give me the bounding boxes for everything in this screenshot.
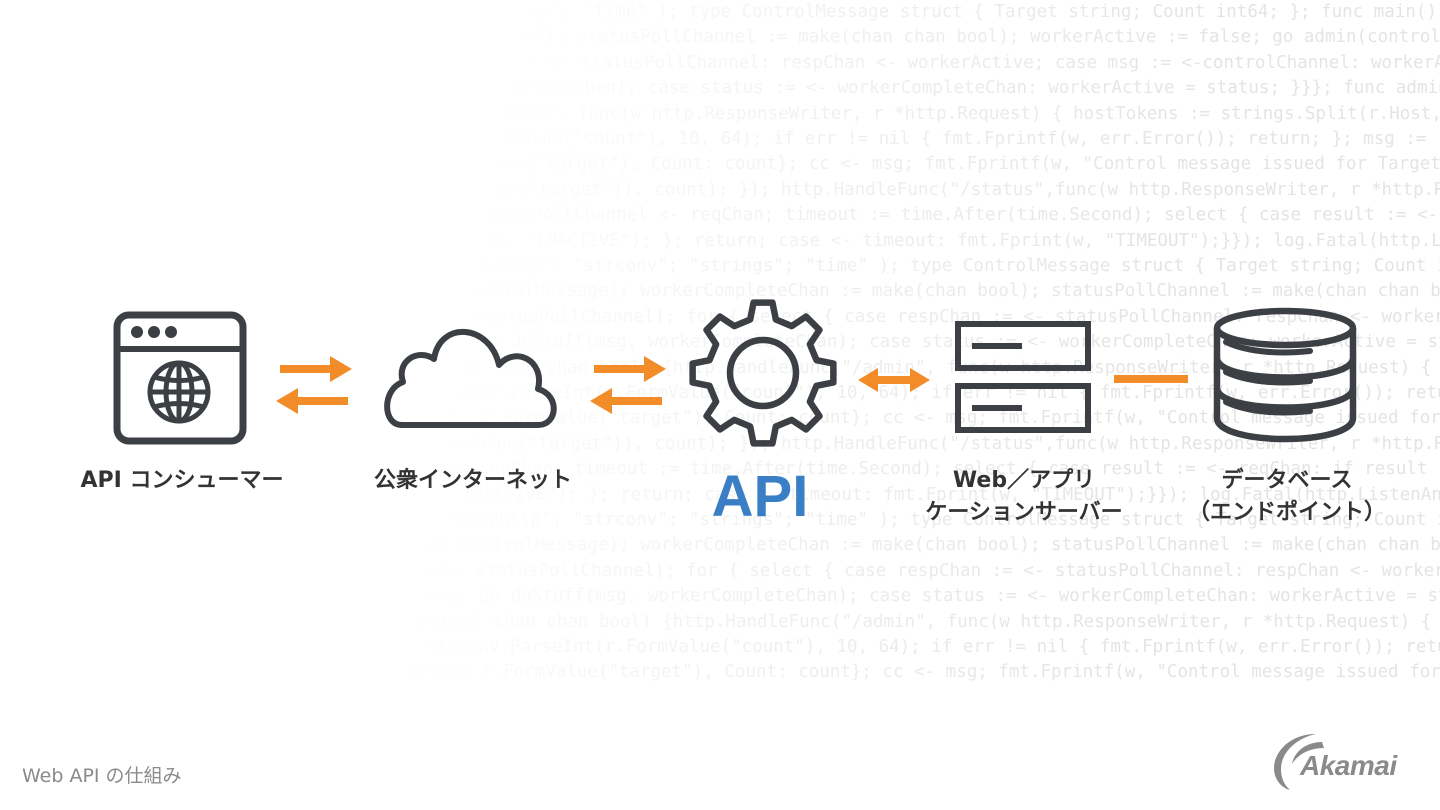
akamai-logo: Akamai: [1272, 730, 1422, 792]
code-line: count, err := strconv.ParseInt(r.FormVal…: [120, 129, 1427, 149]
label-web-app-server: Web／アプリ ケーションサーバー: [904, 465, 1144, 529]
label-web-app-server-line2: ケーションサーバー: [925, 500, 1123, 525]
code-line: for { select { case respChan := <- statu…: [212, 52, 1440, 73]
code-line: http.HandleFunc("/admin", func(w http.Re…: [304, 103, 1440, 124]
code-line: html.EscapeString(r.FormValue("target"))…: [212, 179, 1440, 200]
gear-icon: [689, 299, 837, 447]
code-line: go doStuff(msg, workerCompleteChan); cas…: [258, 78, 1440, 99]
akamai-logo-text: Akamai: [1300, 750, 1397, 781]
double-arrow-api-server: [858, 368, 930, 392]
label-database-line1: データベース: [1221, 468, 1353, 493]
code-line: ControlMessage{Target: r.FormValue("targ…: [166, 154, 1440, 175]
code-line: go admin(controlChannel, statusPollChann…: [212, 560, 1440, 581]
cloud-icon: [384, 329, 557, 428]
label-api: API: [711, 464, 809, 529]
code-line: workerCompleteChan := make(chan bool); s…: [166, 27, 1440, 48]
footer-title: Web API の仕組み: [22, 765, 182, 787]
akamai-swoosh-icon: [1274, 734, 1324, 790]
label-database-line2: （エンドポイント）: [1187, 500, 1386, 525]
server-icon: [955, 321, 1091, 433]
code-line: controlChannel := make(chan ControlMessa…: [166, 535, 1440, 556]
label-public-internet: 公衆インターネット: [373, 468, 572, 493]
code-line: r.ParseForm(); count, err := strconv.Par…: [120, 637, 1440, 657]
database-icon: [1213, 307, 1357, 443]
code-line: statusPollChannel chan chan bool) {http.…: [304, 611, 1432, 632]
connector-line-server-database: [1114, 375, 1188, 383]
code-line: workerActive = true; go doStuff(msg, wor…: [258, 586, 1440, 607]
code-line: msg := ControlMessage{Target: r.FormValu…: [166, 662, 1440, 683]
code-line: := make(chan bool); statusPollChannel <-…: [258, 205, 1439, 226]
code-line: else { fmt.Fprint(w, "INACTIVE"); }; ret…: [304, 230, 1440, 251]
code-line: import ( "fmt"; "html"; "log"; "net/http…: [120, 256, 1440, 276]
browser-globe-icon: [113, 311, 247, 445]
two-way-arrows-internet-api: [590, 356, 666, 414]
label-database: データベース （エンドポイント）: [1172, 465, 1402, 529]
code-line: cmd := make(chan ControlMessage, "string…: [120, 2, 1440, 22]
two-way-arrows-consumer-internet: [276, 356, 352, 414]
label-api-consumer: API コンシューマー: [80, 468, 284, 493]
label-web-app-server-line1: Web／アプリ: [952, 468, 1096, 493]
